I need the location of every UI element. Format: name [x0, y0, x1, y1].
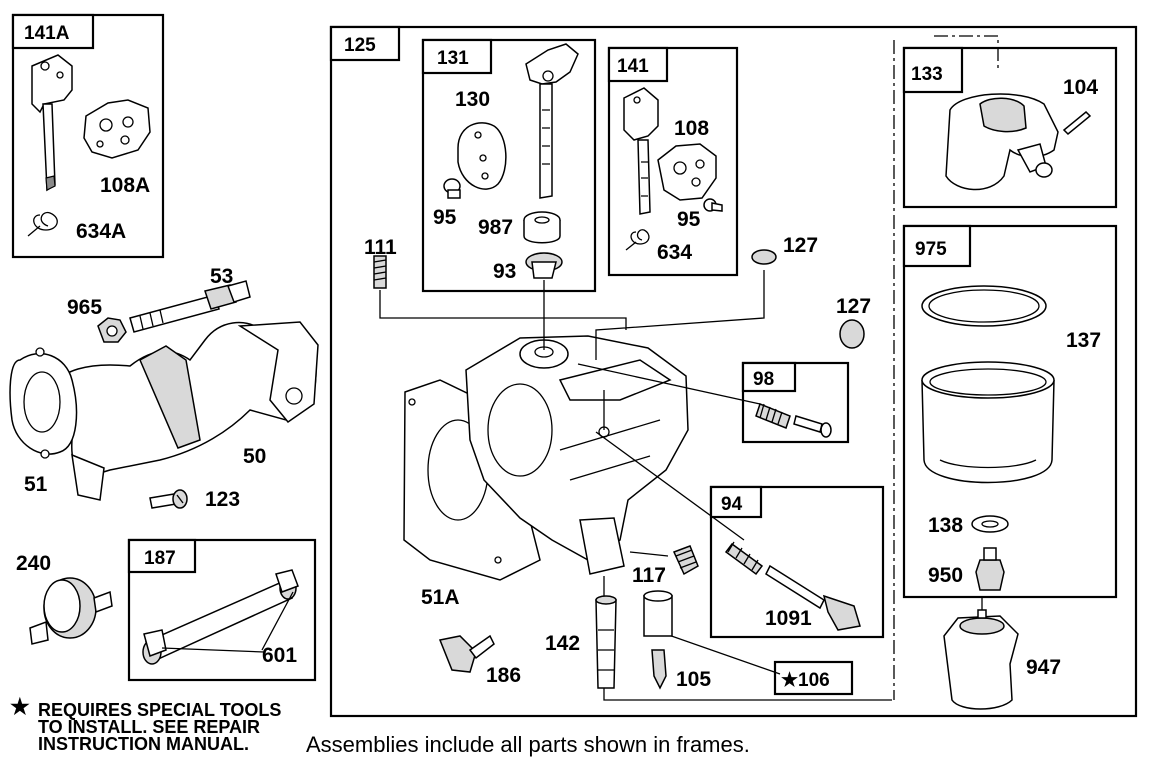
part-634-spring: [625, 229, 650, 251]
label-186: 186: [486, 664, 521, 687]
label-123: 123: [205, 488, 240, 511]
leader-lines: [379, 270, 892, 701]
part-104-pin: [1062, 110, 1092, 136]
frame-125: 125: [329, 25, 1138, 718]
part-93-plug: [525, 252, 563, 279]
frame-106: ★106: [773, 660, 854, 696]
label-111: 111: [364, 236, 397, 259]
part-53-stud: [129, 280, 251, 333]
label-950: 950: [928, 564, 963, 587]
label-93: 93: [493, 260, 516, 283]
frame-141A: 141A: [11, 13, 165, 259]
frame-975-tag: 975: [915, 239, 947, 260]
frame-98: 98: [741, 361, 850, 444]
label-51: 51: [24, 473, 48, 496]
frame-975: 975: [902, 224, 1118, 599]
label-51A: 51A: [421, 586, 460, 609]
label-987: 987: [478, 216, 513, 239]
part-123-screw: [149, 489, 188, 509]
frame-131: 131: [421, 38, 597, 293]
label-53: 53: [210, 265, 233, 288]
part-187-fuel-hose: [142, 569, 299, 665]
label-127b: 127: [836, 295, 871, 318]
label-130: 130: [455, 88, 490, 111]
part-95-screw-a: [443, 178, 461, 199]
part-142-tube: [595, 595, 617, 689]
part-127-plug-a: [751, 249, 777, 265]
part-947-solenoid: [943, 598, 1019, 710]
part-94-needle-assembly: [724, 541, 861, 631]
dashed-boundary-line: [893, 35, 999, 700]
part-98-spring-screw: [755, 403, 832, 438]
part-965-nut: [97, 317, 127, 343]
frame-141A-tag: 141A: [24, 23, 70, 44]
part-186-fitting: [438, 634, 495, 673]
part-950-bolt: [975, 547, 1005, 591]
part-127-plug-b: [839, 319, 865, 349]
frame-133-tag: 133: [911, 64, 943, 85]
label-105: 105: [676, 668, 711, 691]
label-137: 137: [1066, 329, 1101, 352]
label-634: 634: [657, 241, 692, 264]
special-tools-star-icon: ★: [10, 694, 30, 719]
part-131-shaft: [525, 43, 579, 199]
part-108A-plate: [83, 99, 151, 159]
part-141A-shaft: [31, 54, 73, 192]
special-tools-note-line-1: REQUIRES SPECIAL TOOLS: [38, 700, 282, 720]
part-108-plate: [657, 143, 717, 201]
frame-98-tag: 98: [753, 369, 774, 390]
label-127a: 127: [783, 234, 818, 257]
part-111-spring: [373, 255, 387, 289]
part-987-seal: [523, 211, 561, 244]
frame-187-tag: 187: [144, 548, 176, 569]
part-carburetor-body: [465, 335, 689, 575]
frame-141-tag: 141: [617, 56, 649, 77]
part-133-float: [945, 93, 1059, 191]
assemblies-footer-note: Assemblies include all parts shown in fr…: [306, 732, 750, 757]
label-240: 240: [16, 552, 51, 575]
frame-94-tag: 94: [721, 494, 743, 515]
label-117: 117: [632, 564, 666, 587]
label-104: 104: [1063, 76, 1098, 99]
part-137-bowl: [921, 361, 1055, 484]
part-117-plug: [672, 545, 699, 576]
label-108A: 108A: [100, 174, 150, 197]
part-240-fuel-filter: [29, 577, 113, 645]
part-975-gasket-ring: [921, 285, 1047, 327]
frame-106-tag: ★106: [781, 670, 830, 691]
label-1091: 1091: [765, 607, 812, 630]
label-601: 601: [262, 644, 297, 667]
part-105-needle: [651, 649, 667, 690]
label-142: 142: [545, 632, 580, 655]
frame-141: 141: [607, 46, 739, 277]
frame-131-tag: 131: [437, 48, 469, 69]
part-634A-spring: [27, 211, 58, 237]
part-130-disc: [457, 122, 507, 190]
part-138-washer: [971, 515, 1009, 533]
special-tools-note-line-2: TO INSTALL. SEE REPAIR: [38, 717, 261, 737]
frame-125-tag: 125: [344, 35, 376, 56]
label-965: 965: [67, 296, 102, 319]
label-95a: 95: [433, 206, 457, 229]
special-tools-note-line-3: INSTRUCTION MANUAL.: [38, 734, 249, 754]
part-95-screw-b: [703, 198, 723, 212]
label-947: 947: [1026, 656, 1061, 679]
label-634A: 634A: [76, 220, 126, 243]
part-50-manifold: [55, 321, 319, 501]
part-51-gasket: [9, 347, 78, 459]
label-138: 138: [928, 514, 963, 537]
label-108: 108: [674, 117, 709, 140]
label-95b: 95: [677, 208, 701, 231]
part-106-seat: [643, 590, 673, 637]
label-50: 50: [243, 445, 266, 468]
part-141-shaft: [623, 87, 659, 215]
frame-94: 94: [709, 485, 885, 639]
frame-187: 187: [127, 538, 317, 682]
frame-133: 133: [902, 46, 1118, 209]
